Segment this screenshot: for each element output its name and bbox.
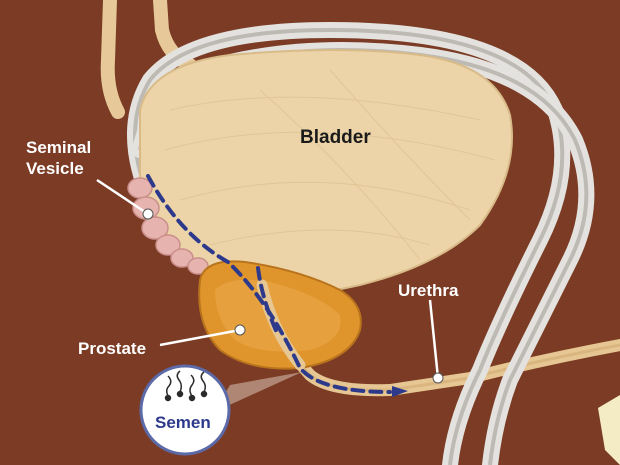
semen-path: [146, 174, 392, 394]
penis-tip: [598, 395, 620, 465]
seminal-vesicle-label-line1: Seminal: [26, 138, 91, 157]
semen-circle: [139, 364, 231, 456]
urethra-marker: [432, 372, 444, 384]
urethra-label: Urethra: [398, 281, 459, 300]
ureter-right: [153, 0, 197, 72]
seminal-vesicle: [127, 177, 209, 275]
prostate-label: Prostate: [78, 339, 146, 358]
seminal-vesicle-label-line2: Vesicle: [26, 159, 84, 178]
magnifier-cone: [214, 372, 302, 412]
ureter-left: [100, 0, 125, 119]
semen-path-arrowhead: [392, 386, 408, 397]
semen-label: Semen: [155, 413, 211, 432]
sperm-icons: [164, 370, 208, 402]
bladder-label: Bladder: [300, 127, 371, 148]
prostate-highlight: [215, 279, 341, 352]
seminal-vesicle-marker: [142, 208, 154, 220]
leader-lines: [96, 178, 440, 379]
bladder-texture: [164, 69, 496, 261]
prostate-marker: [234, 324, 246, 336]
